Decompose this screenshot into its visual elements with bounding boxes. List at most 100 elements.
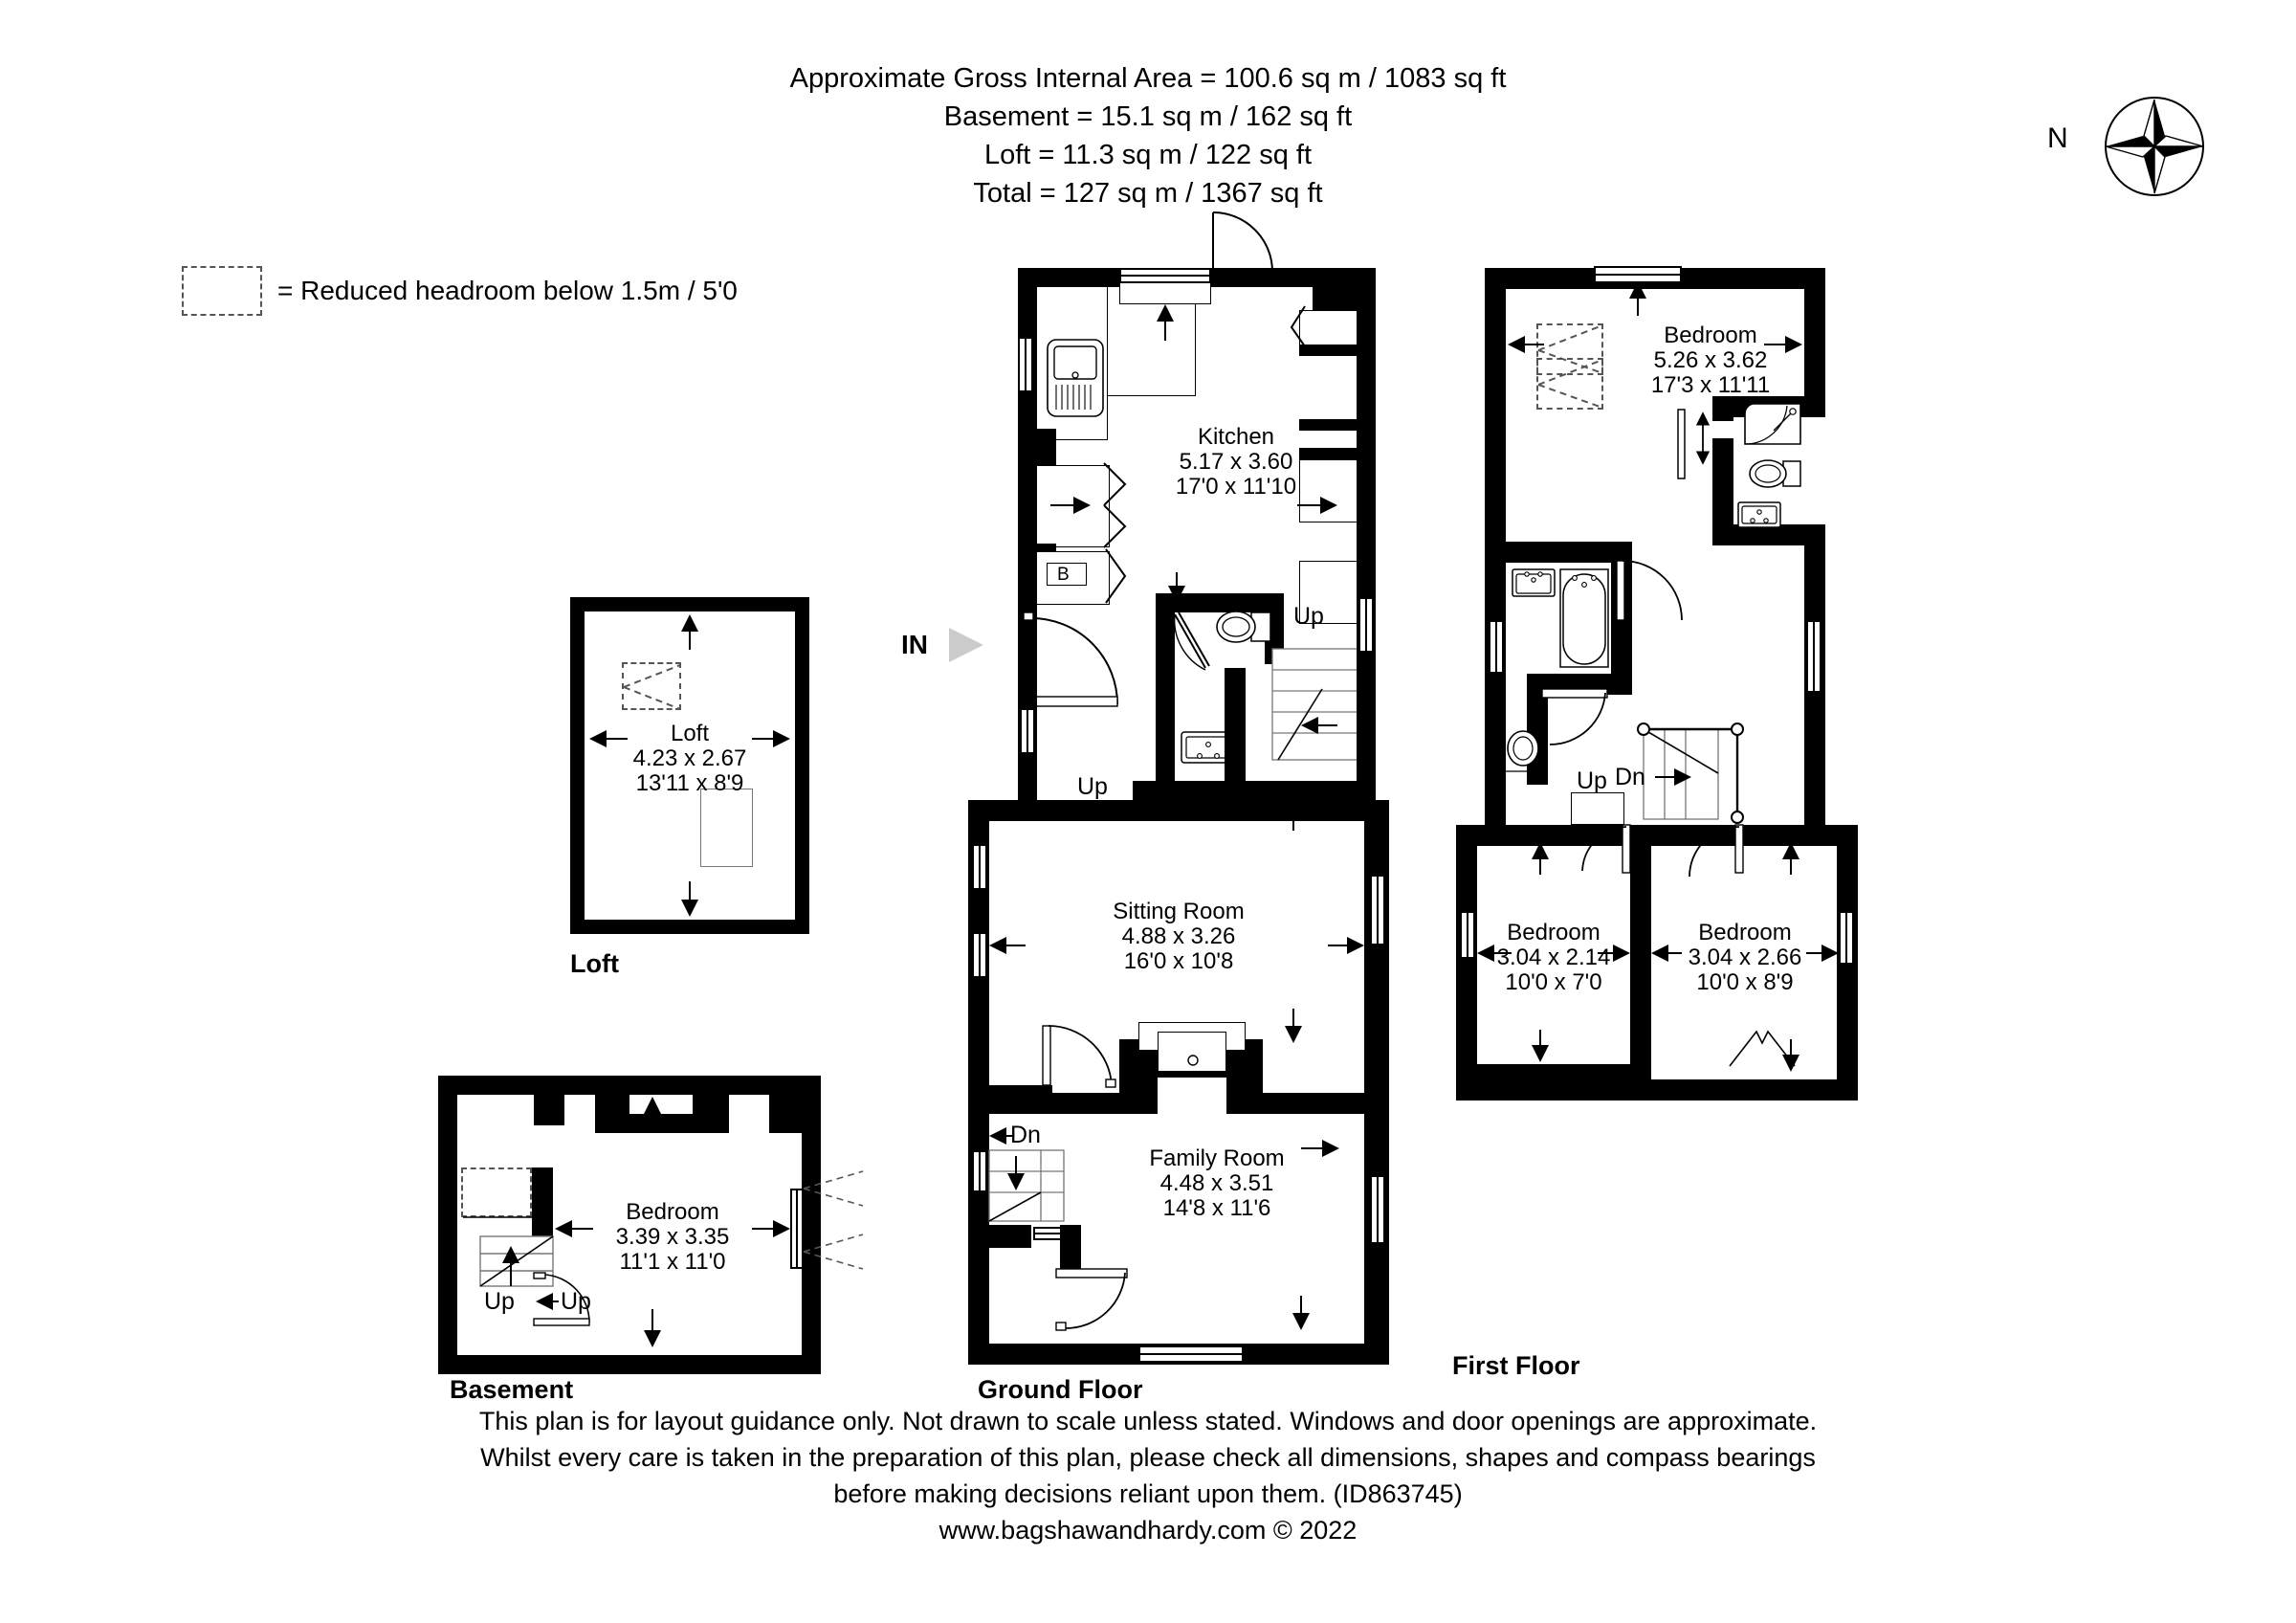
loft-floor-plan: Loft 4.23 x 2.67 13'11 x 8'9 [570, 597, 809, 934]
sitting-room-window-right [1370, 875, 1385, 945]
first-up-label: Up [1577, 767, 1607, 794]
sitting-room-metric: 4.88 x 3.26 [1121, 923, 1236, 949]
sitting-room-bottom-left-wall [968, 1085, 1052, 1114]
ensuite-left-wall [1712, 438, 1733, 545]
bedroom-3-window-right [1839, 911, 1854, 965]
first-floor-caption: First Floor [1452, 1351, 1580, 1380]
kitchen-cupboard-1-base [1299, 345, 1357, 356]
loft-headroom-hatch-icon [623, 664, 681, 710]
basement-up-label-2: Up [561, 1288, 591, 1315]
loft-floor-caption: Loft [570, 949, 619, 978]
master-bedroom-name: Bedroom [1664, 322, 1757, 348]
front-door-icon[interactable] [1020, 611, 1144, 714]
compass-star-icon [2105, 97, 2204, 196]
loft-room-name: Loft [670, 721, 710, 746]
ensuite-shower-icon [1744, 403, 1801, 445]
family-room-inner-pier [1060, 1225, 1081, 1271]
ground-floor-caption: Ground Floor [978, 1375, 1143, 1404]
family-room-metric: 4.48 x 3.51 [1159, 1170, 1274, 1196]
landing-toilet-icon [1504, 730, 1546, 772]
sitting-room-name: Sitting Room [1113, 899, 1245, 924]
boiler-cupboard-door-icon[interactable] [1104, 548, 1135, 607]
basement-pier-3 [693, 1095, 729, 1133]
bedroom-3-metric: 3.04 x 2.66 [1688, 945, 1802, 970]
basement-room-label: Bedroom 3.39 x 3.35 11'1 x 11'0 [553, 1200, 792, 1275]
bedroom-2-door-icon[interactable] [1578, 824, 1638, 878]
basement-stairs-icon [479, 1235, 554, 1287]
loft-room-imperial: 13'11 x 8'9 [635, 770, 744, 796]
wc-top-wall [1156, 593, 1284, 612]
basement-headroom-hatch-icon [463, 1216, 532, 1218]
wc-door-icon[interactable] [1173, 611, 1211, 679]
first-left-wall [1485, 547, 1506, 825]
family-room-label: Family Room 4.48 x 3.51 14'8 x 11'6 [1102, 1146, 1332, 1221]
kitchen-left-pier [1018, 429, 1056, 467]
boiler-label: B [1057, 565, 1070, 585]
basement-reduced-headroom-zone [461, 1167, 532, 1217]
first-landing-step [1571, 792, 1624, 825]
bathroom-window-left [1489, 620, 1504, 674]
basement-up-arrow-icon [536, 1293, 559, 1310]
kitchen-sink-icon [1047, 339, 1104, 417]
area-line-basement: Basement = 15.1 sq m / 162 sq ft [943, 101, 1353, 132]
footer-line-3: before making decisions reliant upon the… [833, 1479, 1463, 1508]
reduced-headroom-swatch-icon [182, 266, 262, 316]
bedroom-2-metric: 3.04 x 2.14 [1496, 945, 1611, 970]
bedroom-2-name: Bedroom [1507, 920, 1601, 945]
basement-room-metric: 3.39 x 3.35 [615, 1224, 730, 1250]
master-headroom-zone-2 [1536, 358, 1603, 410]
sitting-room-imperial: 16'0 x 10'8 [1123, 948, 1234, 974]
hall-direction-arrow-icon [1168, 572, 1185, 603]
sitting-family-door-icon[interactable] [1042, 1025, 1131, 1093]
bedroom-3-chimney-icon [1729, 1030, 1796, 1067]
wc-left-wall [1156, 593, 1175, 781]
landing-door-icon[interactable] [1541, 688, 1613, 750]
compass-north-label: N [2047, 122, 2068, 154]
sitting-room-window-left-2 [972, 932, 987, 978]
basement-door-icon[interactable] [533, 1272, 601, 1332]
bathroom-top-wall [1506, 542, 1632, 563]
hall-window-right [1358, 597, 1374, 653]
kitchen-right-pier-1 [1313, 287, 1357, 312]
bedroom-3-imperial: 10'0 x 8'9 [1696, 969, 1794, 995]
area-line-total: Total = 127 sq m / 1367 sq ft [973, 178, 1323, 209]
basement-pier-1 [534, 1095, 564, 1125]
footer-line-2: Whilst every care is taken in the prepar… [480, 1443, 1816, 1472]
family-room-door-icon[interactable] [1055, 1268, 1135, 1334]
sitting-room-dimension-arrows-icon [989, 798, 1364, 1043]
ensuite-left-pier [1712, 396, 1733, 421]
basement-pier-4 [769, 1095, 802, 1133]
loft-hatch [700, 789, 753, 867]
bathroom-door-icon[interactable] [1616, 560, 1689, 632]
ensuite-sliding-door-icon[interactable] [1674, 409, 1716, 486]
loft-room-area [585, 611, 795, 920]
kitchen-cupboard-3 [1299, 561, 1357, 624]
bedroom-2-label: Bedroom 3.04 x 2.14 10'0 x 7'0 [1439, 921, 1668, 995]
fireplace-back [1158, 1078, 1226, 1114]
bedroom-3-door-icon[interactable] [1653, 824, 1749, 880]
kitchen-utility-bifold-icon[interactable] [1102, 462, 1137, 551]
ground-floor-plan: B Kitchen 5.17 x 3.60 17'0 x 11'10 IN [901, 211, 1389, 1367]
kitchen-shelf-2 [1299, 448, 1357, 459]
footer-disclaimer: This plan is for layout guidance only. N… [0, 1403, 2296, 1548]
kitchen-cupboard-1-door-icon[interactable] [1290, 305, 1311, 350]
family-room-window-bottom [1138, 1345, 1244, 1363]
basement-room-imperial: 11'1 x 11'0 [619, 1249, 726, 1275]
basement-floor-caption: Basement [450, 1375, 574, 1404]
first-stairs-icon [1637, 723, 1744, 824]
kitchen-top-door-icon[interactable] [1209, 211, 1292, 297]
fireplace-detail-icon [1187, 1055, 1199, 1066]
kitchen-window-left [1018, 337, 1033, 392]
bathroom-basin-icon [1512, 568, 1556, 597]
compass-rose: N [2047, 94, 2239, 199]
landing-window-right [1806, 620, 1821, 693]
ground-down-label: Dn [1010, 1122, 1041, 1148]
kitchen-room-metric: 5.17 x 3.60 [1179, 449, 1293, 475]
bedroom-2-window-left [1460, 911, 1475, 959]
family-room-window-right [1370, 1175, 1385, 1244]
first-down-label: Dn [1615, 764, 1645, 790]
kitchen-room-imperial: 17'0 x 11'10 [1175, 474, 1297, 500]
area-line-gross: Approximate Gross Internal Area = 100.6 … [789, 63, 1507, 94]
ensuite-basin-icon [1737, 501, 1781, 528]
bedroom-3-name: Bedroom [1698, 920, 1792, 945]
